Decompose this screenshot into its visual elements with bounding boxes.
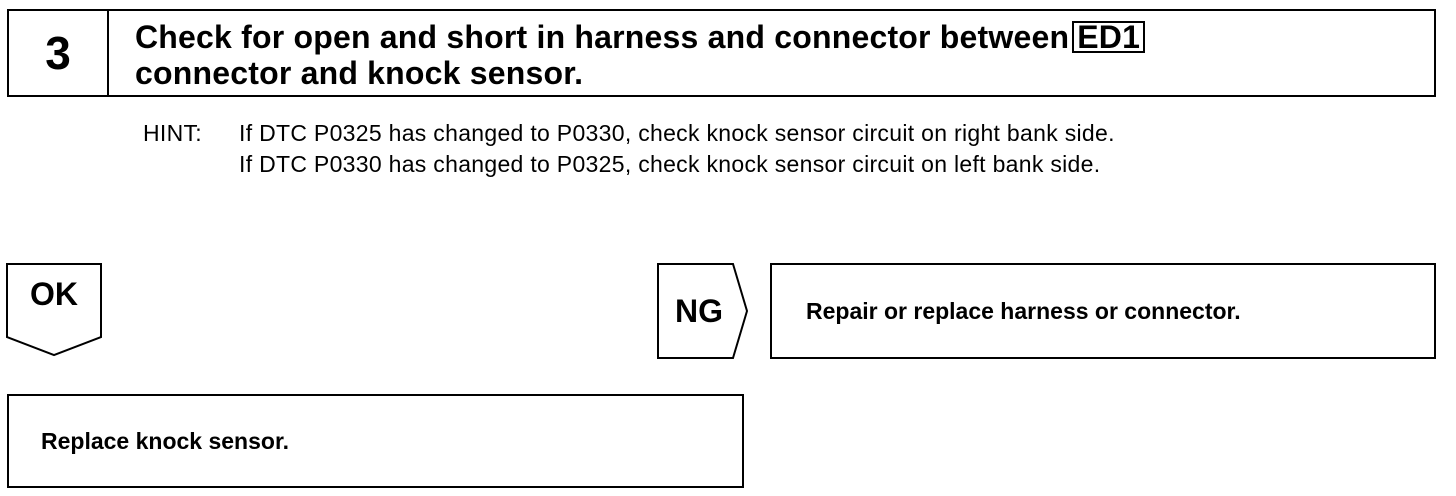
ng-flag-shape xyxy=(657,263,749,359)
step-title: Check for open and short in harness and … xyxy=(135,19,1146,91)
step-title-line1: Check for open and short in harness and … xyxy=(135,19,1146,55)
hint-text-1: If DTC P0325 has changed to P0330, check… xyxy=(239,120,1115,146)
ok-label: OK xyxy=(30,276,78,312)
hint-label: HINT: xyxy=(143,120,202,146)
ng-result-box: Repair or replace harness or connector. xyxy=(770,263,1436,359)
ok-flag-shape xyxy=(6,263,102,357)
hint-text-2: If DTC P0330 has changed to P0325, check… xyxy=(239,151,1101,177)
step-title-line2: connector and knock sensor. xyxy=(135,55,584,91)
ok-result-text: Replace knock sensor. xyxy=(41,428,290,454)
connector-code-badge: ED1 xyxy=(1072,21,1146,53)
ng-result-text: Repair or replace harness or connector. xyxy=(806,298,1241,324)
step-title-text: Check for open and short in harness and … xyxy=(135,19,1070,55)
step-header: 3 Check for open and short in harness an… xyxy=(7,9,1436,97)
step-number: 3 xyxy=(9,11,109,95)
ng-label: NG xyxy=(675,293,723,329)
ok-result-box: Replace knock sensor. xyxy=(7,394,744,488)
hint-line1: HINT: If DTC P0325 has changed to P0330, … xyxy=(143,118,1115,149)
hint-block: HINT: If DTC P0325 has changed to P0330, … xyxy=(143,118,1115,180)
